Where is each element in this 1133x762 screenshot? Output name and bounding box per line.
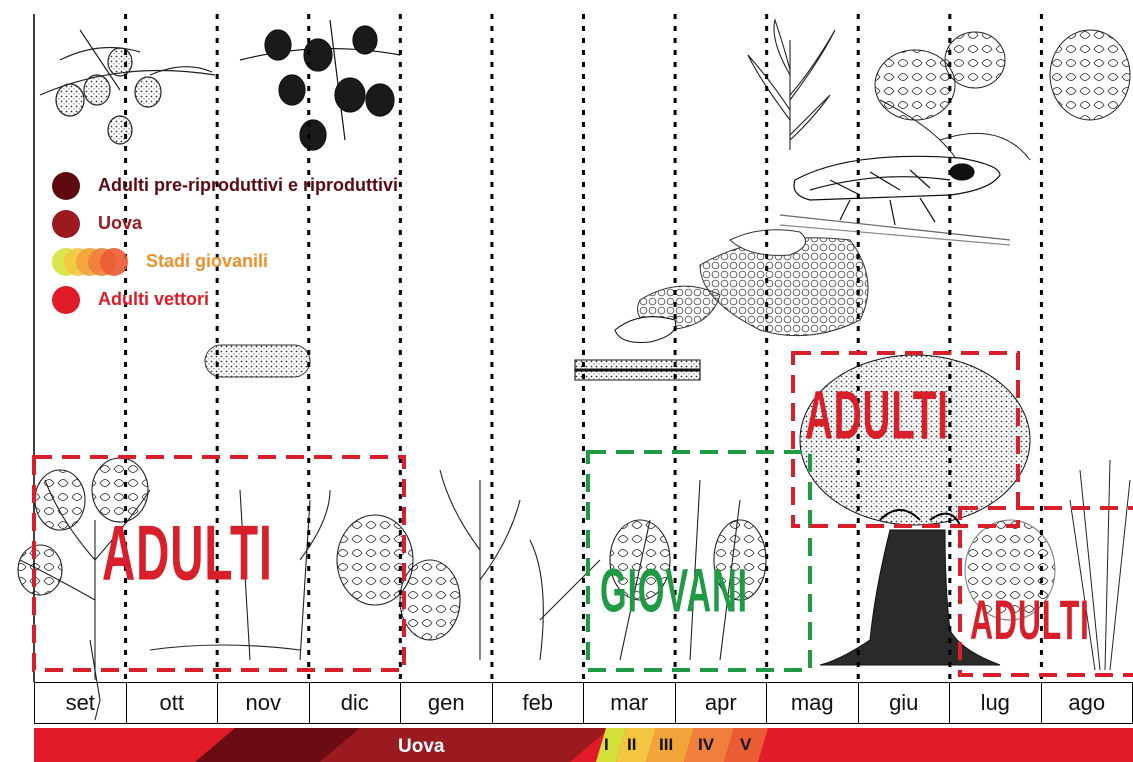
stage-label-IV: IV bbox=[698, 735, 714, 755]
stage-label-III: III bbox=[659, 735, 673, 755]
stage-gradient-icon bbox=[52, 248, 136, 276]
phase-bar bbox=[34, 728, 1133, 762]
month-ago: ago bbox=[1042, 683, 1133, 723]
month-ott: ott bbox=[127, 683, 219, 723]
month-axis: set ott nov dic gen feb mar apr mag giu … bbox=[34, 682, 1133, 724]
legend-dot-icon bbox=[52, 172, 80, 200]
stage-label-V: V bbox=[740, 735, 751, 755]
month-giu: giu bbox=[859, 683, 951, 723]
month-dic: dic bbox=[310, 683, 402, 723]
legend-label: Adulti vettori bbox=[98, 289, 209, 310]
month-lug: lug bbox=[950, 683, 1042, 723]
month-mar: mar bbox=[584, 683, 676, 723]
olive-fruit-icon bbox=[240, 20, 400, 150]
box-label-giovani: GIOVANI bbox=[600, 557, 748, 627]
olive-leaf-icon bbox=[748, 20, 835, 150]
legend-label: Stadi giovanili bbox=[146, 251, 268, 272]
month-gen: gen bbox=[401, 683, 493, 723]
legend-label: Uova bbox=[98, 213, 142, 234]
stage-label-I: I bbox=[604, 735, 609, 755]
month-set: set bbox=[34, 683, 127, 723]
phase-bar-uova bbox=[320, 728, 610, 762]
box-label-adulti-1: ADULTI bbox=[102, 508, 273, 598]
legend-dot-icon bbox=[52, 286, 80, 314]
month-apr: apr bbox=[676, 683, 768, 723]
phase-label-uova: Uova bbox=[398, 736, 444, 758]
olive-flower-icon bbox=[875, 30, 1130, 165]
legend-label: Adulti pre-riproduttivi e riproduttivi bbox=[98, 175, 398, 196]
month-feb: feb bbox=[493, 683, 585, 723]
egg-mass-icon bbox=[205, 345, 310, 377]
box-label-adulti-3: ADULTI bbox=[970, 590, 1090, 653]
month-mag: mag bbox=[767, 683, 859, 723]
box-label-adulti-2: ADULTI bbox=[805, 374, 949, 455]
olive-branch-icon bbox=[40, 30, 215, 144]
legend-dot-icon bbox=[52, 210, 80, 238]
leafhopper-adult-icon bbox=[780, 156, 1010, 245]
month-nov: nov bbox=[218, 683, 310, 723]
stage-label-II: II bbox=[627, 735, 636, 755]
